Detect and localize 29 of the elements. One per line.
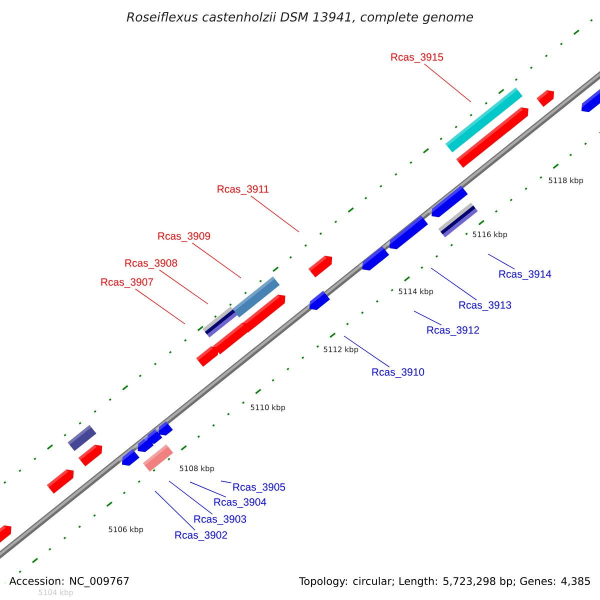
gene-label: Rcas_3909 xyxy=(158,232,210,242)
gene-label: Rcas_3913 xyxy=(459,301,512,311)
gene-label: Rcas_3908 xyxy=(125,259,178,269)
footer-text: Accession: NC_009767 xyxy=(9,576,129,588)
leader-line xyxy=(192,242,242,278)
leader-line xyxy=(159,270,208,304)
footer-text: Topology: circular; Length: 5,723,298 bp; Genes: 4,385 xyxy=(299,576,590,588)
leader-line xyxy=(488,254,515,270)
gene-label: Rcas_3904 xyxy=(214,498,266,508)
leader-line xyxy=(190,482,226,498)
title: Roseiflexus castenholzii DSM 13941, complete genome xyxy=(126,12,474,24)
gene-label: Rcas_3903 xyxy=(194,515,246,525)
gene-label: Rcas_3914 xyxy=(499,270,552,280)
leader-line xyxy=(135,288,186,324)
gene-label: Rcas_3907 xyxy=(101,278,154,288)
leader-line xyxy=(250,196,300,232)
gene-label: Rcas_3912 xyxy=(427,326,480,336)
leader-line xyxy=(424,64,472,102)
gene-label: Rcas_3902 xyxy=(175,531,228,541)
gene-label: Rcas_3911 xyxy=(218,185,269,195)
leader-line xyxy=(220,480,232,484)
leader-line xyxy=(154,490,196,530)
gene-label: Rcas_3915 xyxy=(391,53,444,63)
leader-line xyxy=(344,336,390,368)
leader-line xyxy=(414,310,442,326)
gene-label: Rcas_3910 xyxy=(372,368,424,378)
gene-label: Rcas_3905 xyxy=(233,483,286,493)
leader-line xyxy=(168,480,213,514)
leader-line xyxy=(430,268,477,300)
